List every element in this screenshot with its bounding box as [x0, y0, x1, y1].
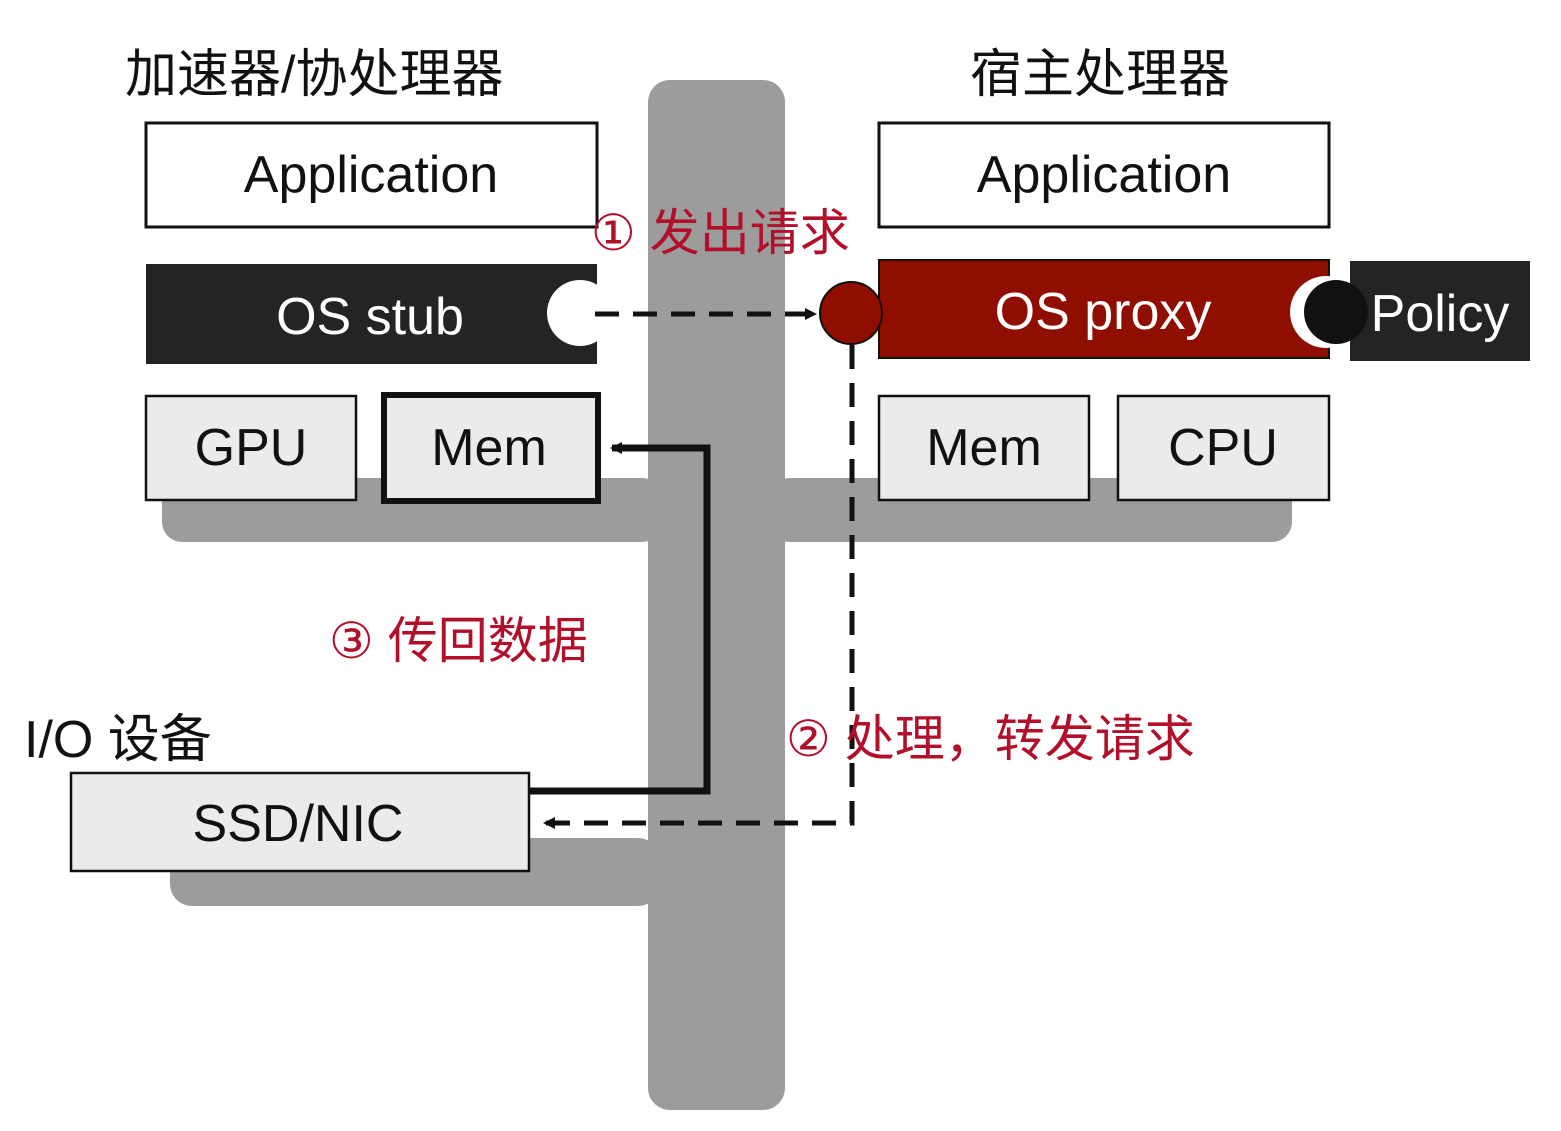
accelerator-mem-box: Mem	[381, 392, 601, 504]
policy-box: Policy	[1304, 261, 1530, 361]
os-stub-box: OS stub	[146, 264, 613, 364]
cpu-label: CPU	[1168, 419, 1278, 477]
gpu-box: GPU	[144, 394, 358, 502]
return-data-arrow	[528, 442, 711, 795]
host-mem-label: Mem	[926, 419, 1042, 477]
os-proxy-inbound-port-icon	[819, 281, 883, 345]
vertical-bus	[648, 80, 785, 1110]
gpu-label: GPU	[195, 419, 308, 477]
os-stub-port-icon	[547, 280, 613, 346]
host-heading: 宿主处理器	[970, 46, 1230, 104]
policy-label: Policy	[1371, 285, 1510, 343]
io-section: I/O 设备 SSD/NIC	[24, 711, 531, 873]
os-proxy-label: OS proxy	[995, 283, 1212, 341]
policy-plug-icon	[1304, 280, 1368, 344]
cpu-box: CPU	[1116, 394, 1331, 502]
step1-label: ① 发出请求	[591, 205, 850, 261]
io-heading: I/O 设备	[24, 711, 212, 769]
accelerator-heading: 加速器/协处理器	[125, 46, 503, 104]
forward-request-arrow	[543, 345, 855, 829]
accelerator-mem-label: Mem	[431, 419, 547, 477]
step3-label: ③ 传回数据	[329, 613, 588, 669]
host-section: 宿主处理器 Application OS proxy Policy Mem CP…	[819, 46, 1530, 502]
accelerator-section: 加速器/协处理器 Application OS stub GPU Mem	[125, 46, 613, 504]
step2-label: ② 处理，转发请求	[786, 711, 1195, 767]
ssd-nic-box: SSD/NIC	[69, 771, 531, 873]
host-application-label: Application	[977, 146, 1231, 204]
accelerator-application-box: Application	[144, 121, 599, 229]
host-mem-box: Mem	[877, 394, 1091, 502]
os-stub-label: OS stub	[276, 288, 464, 346]
os-proxy-box: OS proxy	[819, 259, 1362, 359]
host-application-box: Application	[877, 121, 1331, 229]
ssd-nic-label: SSD/NIC	[193, 795, 404, 853]
accelerator-application-label: Application	[244, 146, 498, 204]
